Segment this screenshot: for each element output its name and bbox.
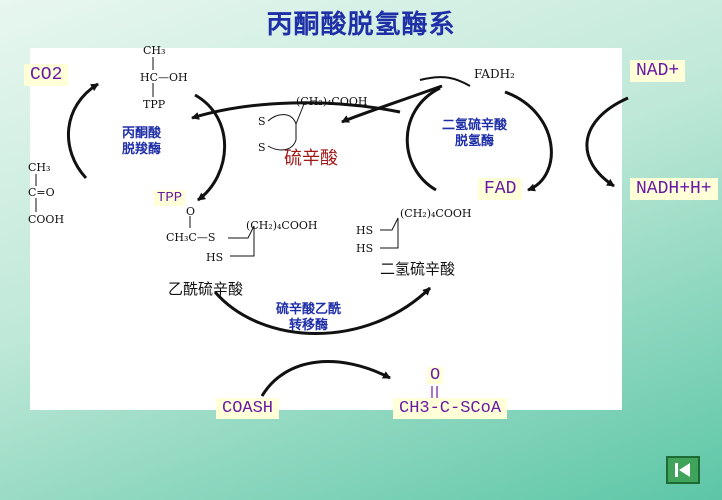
dihydro-chain-label: (CH₂)₄COOH — [400, 207, 472, 220]
skip-back-icon — [675, 463, 690, 477]
page-title: 丙酮酸脱氢酶系 — [266, 10, 456, 40]
enzyme-e2-line1: 硫辛酸乙酰 — [276, 302, 342, 317]
coash-arrow — [260, 360, 391, 397]
lipoic-s1: S — [258, 115, 266, 128]
acetyl-chain — [228, 225, 255, 257]
lipoic-acid-label: 硫辛酸 — [284, 148, 338, 169]
e1-cycle-right-arrow — [194, 93, 226, 202]
nadh-label: NADH+H+ — [630, 178, 718, 200]
e3-cycle-left-arrow — [405, 86, 441, 192]
dihydro-hs2: HS — [356, 242, 374, 255]
dihydro-arrow-top — [419, 76, 471, 87]
tpp-label: TPP — [154, 190, 186, 206]
acetyl-oxygen: O — [186, 205, 196, 218]
het-tpp: TPP — [143, 98, 166, 111]
fad-label: FAD — [478, 178, 523, 200]
enzyme-e1-line2: 脱羧酶 — [122, 142, 162, 158]
lipoic-chain-bond — [295, 103, 305, 125]
e3-cycle-right-arrow — [504, 90, 553, 192]
e3-cycle-top-arrow — [341, 84, 443, 124]
acetyl-coa-oxygen: O — [427, 367, 444, 384]
enzyme-e1-label: 丙酮酸 脱羧酶 — [122, 126, 161, 159]
coash-label: COASH — [216, 398, 280, 419]
pyruvate-co: C=O — [28, 186, 55, 199]
enzyme-e3-label: 二氢硫辛酸 脱氢酶 — [442, 118, 507, 151]
dihydro-hs1: HS — [356, 224, 374, 237]
acetyl-sh: HS — [206, 251, 224, 264]
enzyme-e3-line2: 脱氢酶 — [455, 134, 495, 150]
lipoic-chain: (CH₂)₄COOH — [296, 95, 368, 108]
diagram-panel — [30, 48, 622, 410]
acetyl-chain-label: (CH₂)₄COOH — [246, 219, 318, 232]
lipoic-s2: S — [258, 141, 266, 154]
acetyl-ch3cs: CH₃C—S — [166, 231, 216, 244]
enzyme-e3-line1: 二氢硫辛酸 — [442, 118, 508, 133]
dihydro-label: 二氢硫辛酸 — [380, 260, 456, 278]
lipoic-ring — [267, 114, 297, 151]
pyruvate-cooh: COOH — [28, 213, 65, 226]
enzyme-e2-label: 硫辛酸乙酰 转移酶 — [276, 302, 341, 335]
nad-label: NAD+ — [630, 60, 686, 82]
acetyl-coa-label: CH3-C-SCoA — [393, 398, 508, 419]
het-hcoh: HC—OH — [140, 71, 188, 84]
acetyl-lipoic-label: 乙酰硫辛酸 — [168, 280, 244, 298]
fadh2-label: FADH₂ — [474, 67, 515, 81]
lipoic-to-acetyl-arrow — [191, 101, 401, 120]
enzyme-e1-line1: 丙酮酸 — [122, 126, 162, 141]
e1-cycle-left-arrow — [67, 82, 99, 180]
co2-label: CO2 — [24, 64, 69, 86]
nad-cycle-arrow — [585, 96, 629, 188]
transfer-arrow — [213, 286, 432, 335]
dihydro-chain — [380, 217, 399, 249]
pyruvate-ch3: CH₃ — [28, 161, 51, 174]
skip-back-button[interactable] — [666, 456, 700, 484]
het-ch3: CH₃ — [143, 44, 166, 57]
enzyme-e2-line2: 转移酶 — [289, 318, 329, 334]
